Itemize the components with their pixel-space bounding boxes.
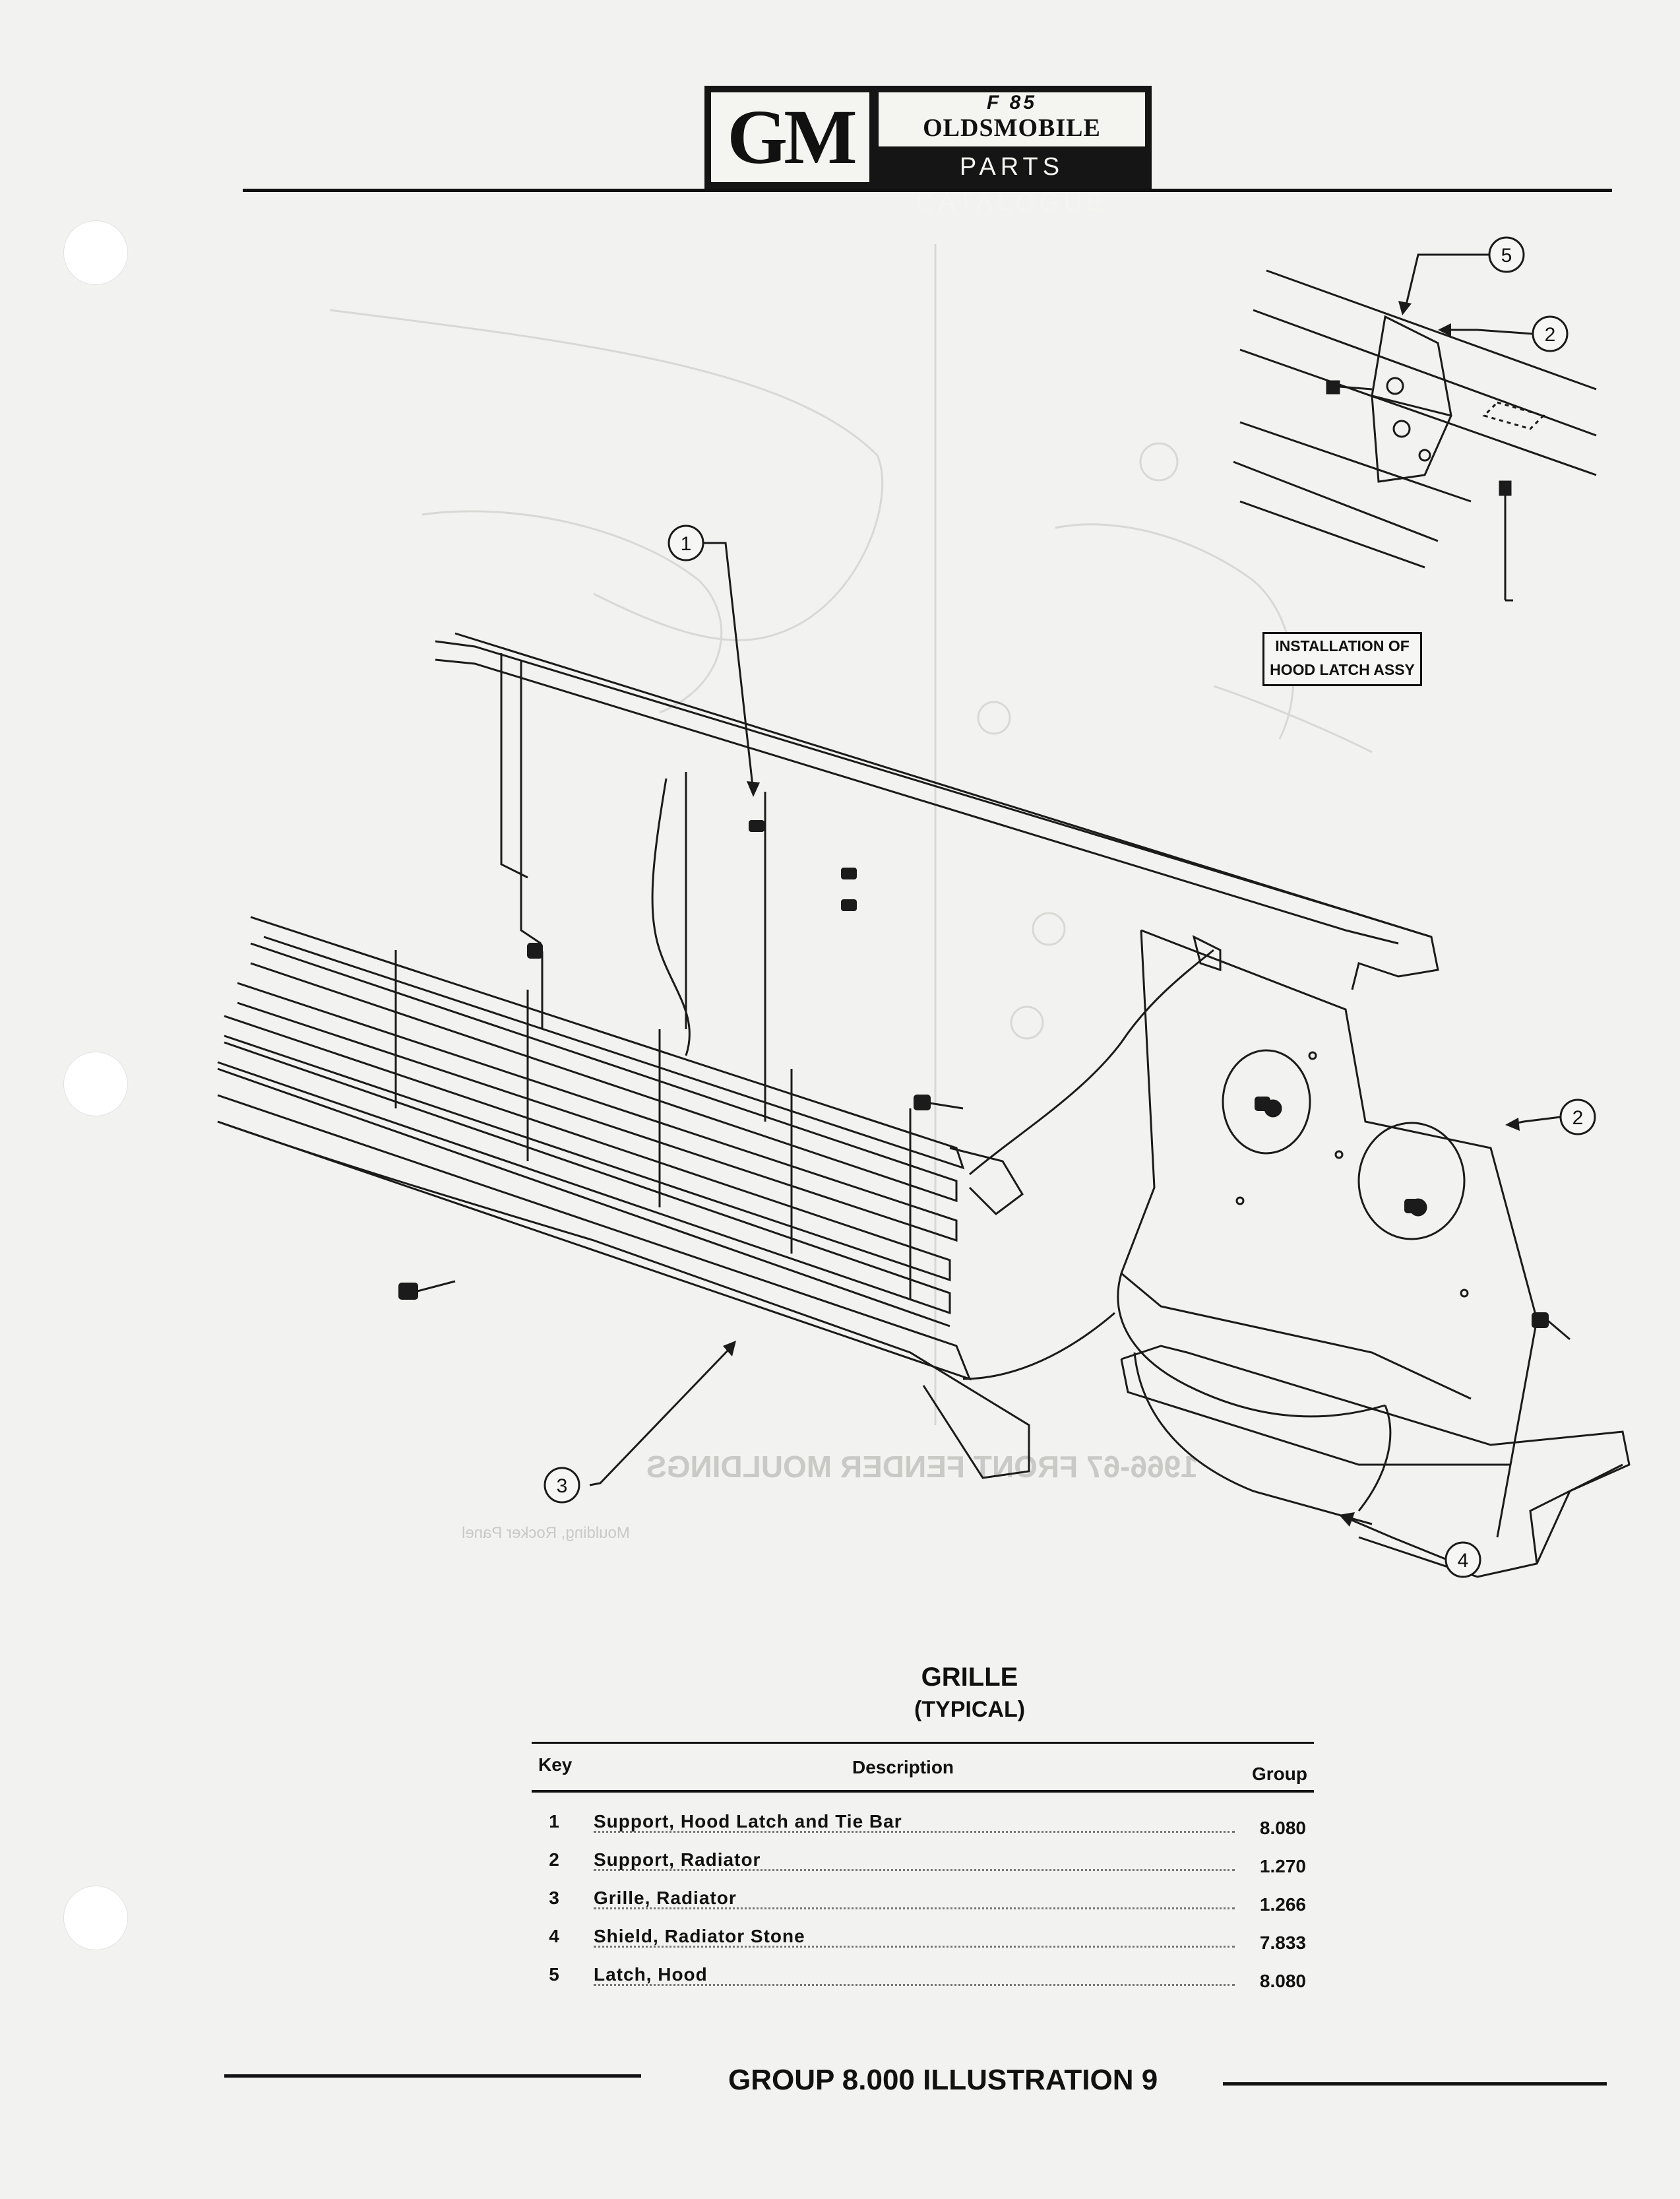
row-key: 3 bbox=[549, 1888, 559, 1908]
row-description: Support, Radiator bbox=[594, 1849, 761, 1870]
row-key: 2 bbox=[549, 1849, 559, 1870]
footer-rule-right bbox=[1223, 2082, 1607, 2086]
callout-2 bbox=[1559, 1099, 1596, 1135]
row-group: 7.833 bbox=[1259, 1932, 1306, 1953]
callout-2-label: 2 bbox=[1572, 1107, 1584, 1129]
bleed-through-drawing bbox=[329, 244, 1373, 1425]
inset-label-line-1: INSTALLATION OF bbox=[1275, 637, 1410, 654]
radiator-support bbox=[500, 653, 1538, 1538]
row-group: 1.266 bbox=[1259, 1894, 1306, 1915]
callout-5-label: 5 bbox=[1501, 245, 1512, 267]
fasteners bbox=[398, 820, 1571, 1341]
callout-3 bbox=[544, 1467, 580, 1504]
row-description: Support, Hood Latch and Tie Bar bbox=[594, 1811, 902, 1832]
binder-hole-bottom bbox=[63, 1886, 128, 1950]
table-row: 1 Support, Hood Latch and Tie Bar 8.080 bbox=[532, 1806, 1314, 1844]
callout-5 bbox=[1488, 236, 1525, 273]
row-description: Latch, Hood bbox=[594, 1964, 708, 1985]
model-box: F 85 OLDSMOBILE bbox=[879, 92, 1145, 146]
row-key: 4 bbox=[549, 1926, 559, 1946]
callout-bubbles bbox=[544, 236, 1596, 1578]
hood-latch-inset bbox=[1233, 269, 1597, 602]
table-row: 5 Latch, Hood 8.080 bbox=[532, 1959, 1314, 1997]
callout-1 bbox=[668, 525, 704, 561]
gm-logo: GM bbox=[711, 92, 869, 182]
stone-shield bbox=[1120, 1345, 1631, 1578]
header-description: Description bbox=[852, 1757, 954, 1777]
callout-4-label: 4 bbox=[1458, 1550, 1469, 1572]
leader-dots bbox=[594, 1946, 1235, 1948]
catalogue-title: PARTS CATALOGUE bbox=[916, 153, 1108, 216]
row-group: 1.270 bbox=[1259, 1856, 1306, 1876]
header-rule bbox=[243, 189, 1612, 192]
table-row: 3 Grille, Radiator 1.266 bbox=[532, 1882, 1314, 1921]
callout-numbers: 1 2 5 2 3 4 bbox=[557, 245, 1584, 1572]
section-subtitle: (TYPICAL) bbox=[914, 1697, 1026, 1722]
grille bbox=[217, 916, 1214, 1479]
make-name: OLDSMOBILE bbox=[923, 114, 1101, 142]
section-title: GRILLE bbox=[921, 1663, 1018, 1692]
callout-2-inset-label: 2 bbox=[1545, 324, 1556, 346]
leader-dots bbox=[594, 1984, 1235, 1986]
callout-3-label: 3 bbox=[557, 1475, 568, 1497]
model-name: F 85 bbox=[986, 92, 1038, 113]
inset-label: INSTALLATION OF HOOD LATCH ASSY bbox=[1262, 632, 1422, 686]
table-row: 4 Shield, Radiator Stone 7.833 bbox=[532, 1921, 1314, 1959]
leader-dots bbox=[594, 1831, 1235, 1833]
row-description: Shield, Radiator Stone bbox=[594, 1926, 805, 1946]
header-key: Key bbox=[538, 1754, 573, 1775]
footer-rule-left bbox=[224, 2074, 641, 2078]
catalogue-logo: GM F 85 OLDSMOBILE PARTS CATALOGUE bbox=[704, 86, 1152, 216]
row-key: 1 bbox=[549, 1811, 559, 1832]
footer-caption: GROUP 8.000 ILLUSTRATION 9 bbox=[728, 2064, 1158, 2096]
table-header: Key Description Group bbox=[532, 1742, 1314, 1793]
binder-hole-top bbox=[63, 220, 128, 285]
parts-table: Key Description Group 1 Support, Hood La… bbox=[532, 1742, 1314, 1997]
leader-arrowheads bbox=[723, 301, 1520, 1527]
row-description: Grille, Radiator bbox=[594, 1888, 737, 1908]
callout-2-inset bbox=[1532, 315, 1569, 352]
inset-label-line-2: HOOD LATCH ASSY bbox=[1270, 661, 1415, 678]
callout-4 bbox=[1445, 1541, 1481, 1578]
callout-1-label: 1 bbox=[681, 533, 692, 555]
leader-dots bbox=[594, 1907, 1235, 1909]
leader-lines bbox=[589, 253, 1561, 1561]
table-row: 2 Support, Radiator 1.270 bbox=[532, 1844, 1314, 1882]
binder-hole-middle bbox=[63, 1052, 128, 1116]
row-group: 8.080 bbox=[1259, 1971, 1306, 1991]
row-group: 8.080 bbox=[1259, 1818, 1306, 1838]
leader-dots bbox=[594, 1869, 1235, 1871]
tie-bar bbox=[435, 632, 1439, 990]
header-group: Group bbox=[1252, 1764, 1307, 1784]
row-key: 5 bbox=[549, 1964, 559, 1985]
